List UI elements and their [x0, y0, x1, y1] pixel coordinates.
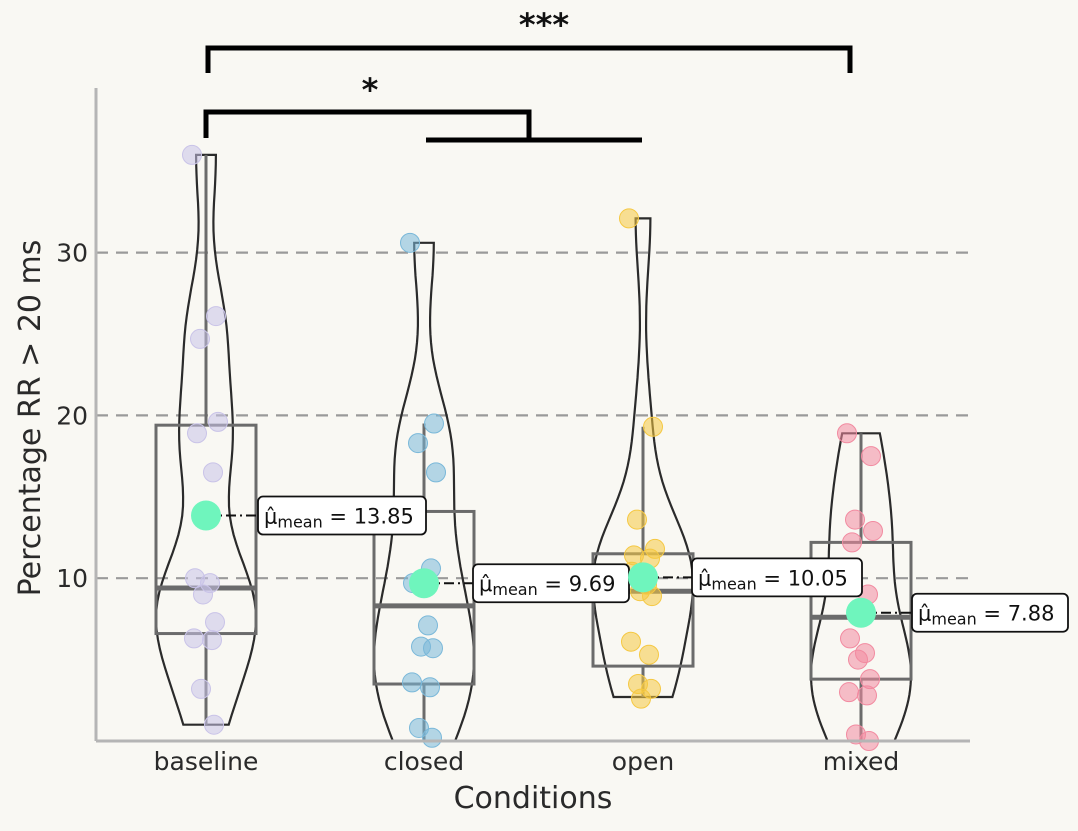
x-axis-title: Conditions: [454, 781, 613, 816]
data-point-mixed: [861, 446, 881, 467]
data-point-open: [639, 644, 659, 665]
mean-annotation-box-baseline: [257, 495, 427, 536]
data-point-mixed: [860, 669, 880, 690]
data-point-mixed: [845, 509, 865, 530]
mean-annotation-mixed: μ̂mean = 7.88: [918, 602, 1054, 629]
data-point-open: [621, 631, 641, 652]
data-point-closed: [422, 727, 442, 748]
axis-layer: 10 20 30 baseline closed open mixed: [56, 88, 970, 776]
data-point-mixed: [842, 532, 862, 553]
data-point-mixed: [837, 423, 857, 444]
data-point-baseline: [205, 612, 225, 633]
data-point-closed: [426, 462, 446, 483]
x-tick-label-mixed: mixed: [823, 747, 900, 776]
data-point-baseline: [202, 630, 222, 651]
data-point-mixed: [857, 685, 877, 706]
data-point-closed: [400, 232, 420, 253]
data-point-baseline: [187, 423, 207, 444]
significance-label-baseline-closed-open: *: [362, 71, 379, 109]
data-point-open: [627, 509, 647, 530]
y-tick-label-20: 20: [56, 401, 88, 430]
data-point-baseline: [203, 462, 223, 483]
data-point-baseline: [191, 678, 211, 699]
data-point-open: [619, 208, 639, 229]
mean-annotation-box-closed: [472, 563, 630, 604]
data-point-baseline: [204, 714, 224, 735]
y-tick-label-30: 30: [56, 239, 88, 268]
data-point-mixed: [863, 520, 883, 541]
y-tick-label-10: 10: [56, 564, 88, 593]
data-point-closed: [420, 677, 440, 698]
significance-bracket-baseline-mixed: [205, 45, 853, 73]
data-point-closed: [402, 672, 422, 693]
data-point-closed: [424, 413, 444, 434]
data-point-open: [631, 688, 651, 709]
data-point-baseline: [193, 584, 213, 605]
data-point-mixed: [840, 628, 860, 649]
data-point-baseline: [190, 328, 210, 349]
mean-marker-baseline: [191, 500, 221, 531]
data-point-baseline: [208, 411, 228, 432]
mean-annotation-baseline: μ̂mean = 13.85: [264, 505, 414, 532]
point-layer: [182, 144, 883, 751]
y-axis-title: Percentage RR > 20 ms: [13, 240, 48, 597]
box-layer: [154, 154, 913, 741]
significance-layer: ****: [203, 6, 853, 143]
data-point-mixed: [848, 649, 868, 670]
mean-annotation-open: μ̂mean = 10.05: [698, 566, 848, 593]
data-point-baseline: [184, 628, 204, 649]
data-point-baseline: [182, 144, 202, 165]
data-point-closed: [408, 433, 428, 454]
mean-annotation-box-open: [691, 557, 863, 598]
data-point-closed: [423, 638, 443, 659]
data-point-baseline: [206, 306, 226, 327]
significance-bracket-baseline-closed-open: [203, 109, 532, 138]
data-point-mixed: [839, 682, 859, 703]
mean-marker-closed: [409, 568, 439, 599]
mean-annotation-box-mixed: [911, 592, 1069, 633]
x-tick-label-closed: closed: [384, 747, 464, 776]
data-point-closed: [418, 615, 438, 636]
x-tick-label-open: open: [612, 747, 674, 776]
mean-marker-mixed: [846, 597, 876, 628]
mean-layer: μ̂mean = 13.85 μ̂mean = 9.69 μ̂mean = 10.0…: [191, 495, 1069, 633]
grid-layer: [96, 251, 970, 580]
x-tick-label-baseline: baseline: [154, 747, 259, 776]
mean-annotation-closed: μ̂mean = 9.69: [479, 572, 615, 599]
significance-label-baseline-mixed: ***: [519, 6, 569, 44]
mean-marker-open: [628, 562, 658, 593]
data-point-open: [643, 416, 663, 437]
violin-layer: [154, 153, 913, 743]
